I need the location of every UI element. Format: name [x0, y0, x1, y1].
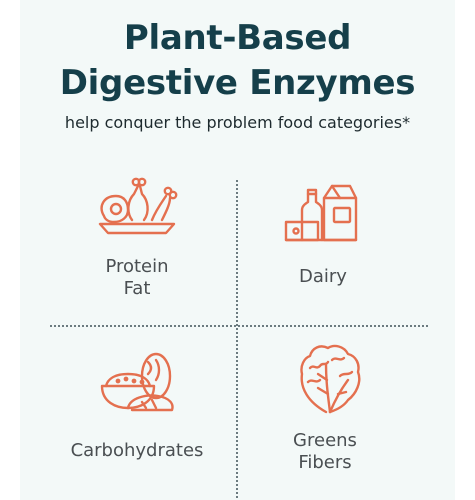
label-fibers: Fibers: [298, 452, 352, 473]
subtitle: help conquer the problem food categories…: [64, 113, 411, 132]
label-carbohydrates: Carbohydrates: [70, 440, 204, 461]
category-protein-fat: Protein Fat: [80, 256, 194, 300]
title-line-2: Digestive Enzymes: [59, 63, 416, 103]
label-greens: Greens: [293, 430, 357, 451]
label-protein: Protein: [105, 256, 169, 277]
leafy-greens-icon: [296, 342, 364, 414]
meat-poultry-icon: [96, 172, 180, 242]
label-fat: Fat: [123, 278, 151, 299]
vertical-divider: [236, 180, 238, 498]
horizontal-divider: [50, 325, 428, 327]
dairy-icon: [284, 180, 358, 242]
category-greens-fibers: Greens Fibers: [268, 430, 382, 474]
label-dairy: Dairy: [299, 266, 347, 287]
category-carbohydrates: Carbohydrates: [48, 440, 226, 462]
bread-grain-icon: [98, 348, 178, 412]
category-dairy: Dairy: [268, 266, 378, 288]
title-line-1: Plant-Based: [123, 18, 352, 58]
